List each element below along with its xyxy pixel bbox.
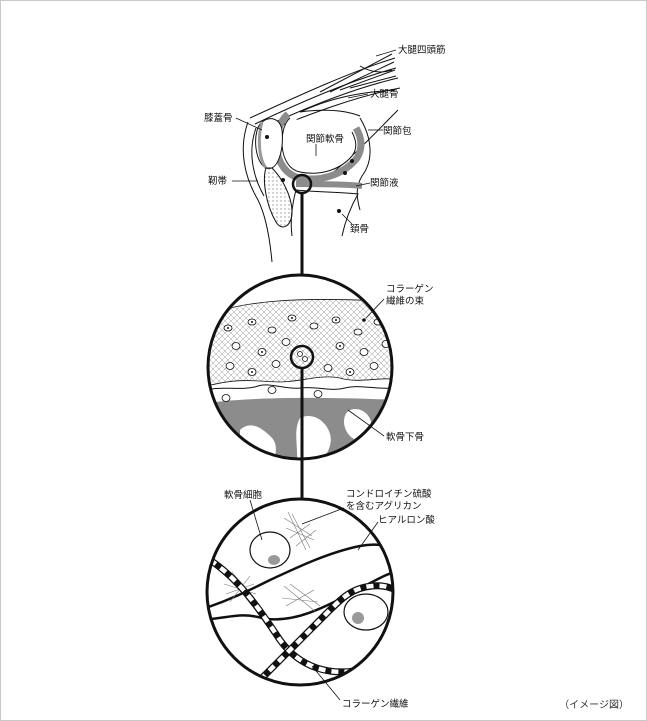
femur-shaft <box>299 89 396 113</box>
label-chondrocyte: 軟骨細胞 <box>224 489 263 501</box>
label-femur: 大腿骨 <box>370 88 399 100</box>
joint-capsule <box>356 117 371 211</box>
label-synovial-fluid: 関節液 <box>370 177 399 189</box>
tibia <box>295 189 359 237</box>
label-aggrecan-1: コンドロイチン硫酸 <box>346 488 432 500</box>
molecular-magnified <box>205 497 395 701</box>
labels: 大腿四頭筋 大腿骨 膝蓋骨 関節軟骨 関節包 靭帯 関節液 頚骨 コラーゲン 繊… <box>204 44 446 710</box>
label-quadriceps: 大腿四頭筋 <box>398 44 446 56</box>
knee-joint-illustration <box>232 49 401 263</box>
label-subchondral-bone: 軟骨下骨 <box>386 431 424 443</box>
label-collagen-bundle-2: 繊維の束 <box>386 295 425 307</box>
label-collagen-fiber: コラーゲン繊維 <box>342 698 409 710</box>
chondrocyte-cell-1 <box>249 531 291 569</box>
label-ligament: 靭帯 <box>208 175 228 187</box>
label-articular-cartilage: 関節軟骨 <box>306 133 344 145</box>
leader-lines-knee <box>232 49 397 225</box>
patellar-ligament <box>263 167 293 228</box>
label-tibia: 頚骨 <box>350 224 369 235</box>
label-patella: 膝蓋骨 <box>204 112 233 124</box>
label-hyaluronic-acid: ヒアルロン酸 <box>378 514 435 526</box>
label-aggrecan-2: を含むアグリカン <box>346 500 422 512</box>
image-caption: （イメージ図） <box>559 700 629 711</box>
label-joint-capsule: 関節包 <box>383 125 412 137</box>
patella <box>255 118 283 169</box>
cartilage-tissue-magnified <box>206 273 394 461</box>
articular-cartilage-tibia <box>295 181 363 189</box>
chondrocyte-cell-2 <box>343 593 389 631</box>
label-collagen-bundle-1: コラーゲン <box>386 283 434 295</box>
